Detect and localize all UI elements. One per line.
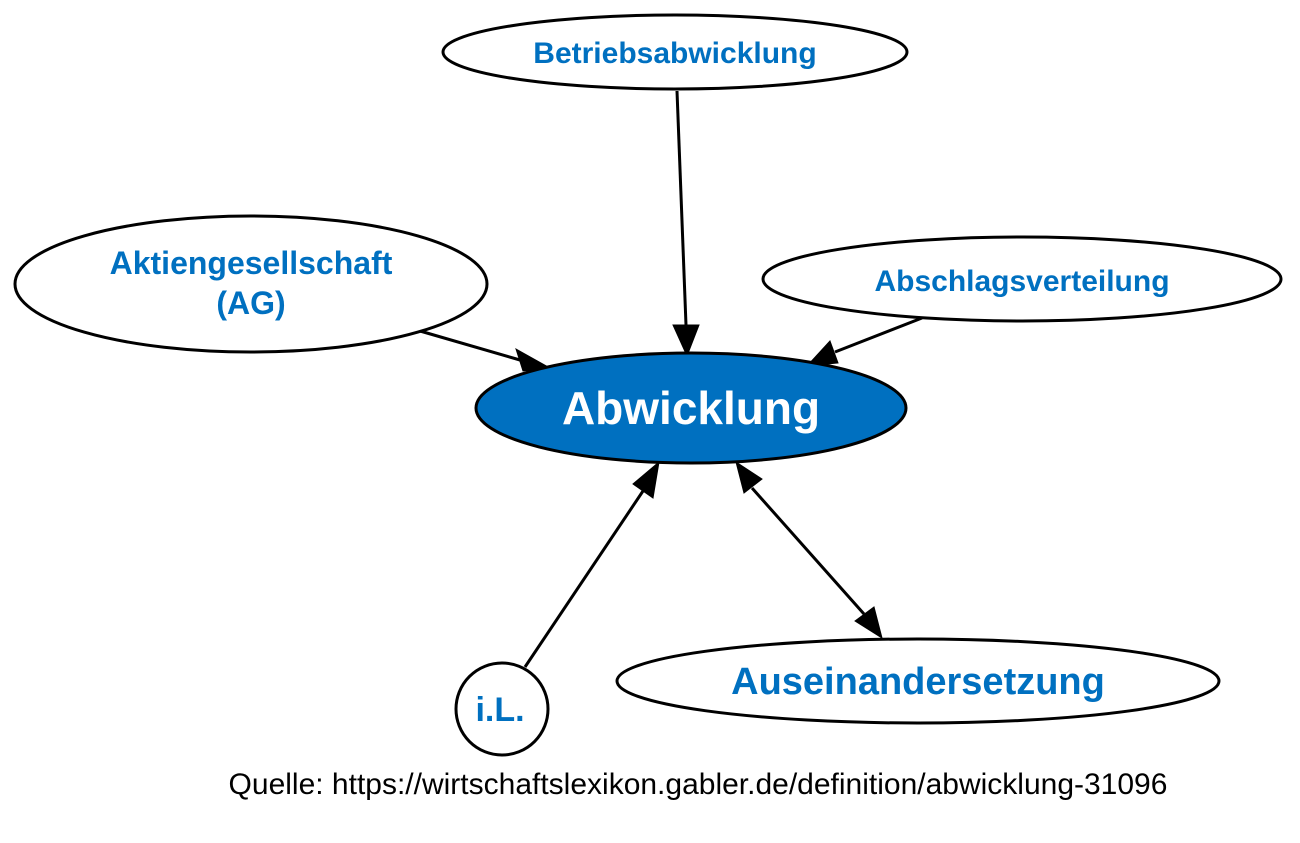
arrowhead-abwicklung-end	[735, 460, 763, 494]
node-il-label: i.L.	[475, 691, 524, 729]
node-auseinandersetzung-label: Auseinandersetzung	[731, 661, 1105, 703]
node-abwicklung: Abwicklung	[474, 351, 908, 465]
arrowhead-auseinandersetzung-end	[854, 606, 883, 640]
arrowhead-betriebsabwicklung	[672, 324, 700, 358]
edges	[419, 90, 923, 668]
arrowhead-il	[632, 460, 660, 499]
edge-abschlagsverteilung-abwicklung	[834, 316, 923, 354]
edge-betriebsabwicklung-abwicklung	[675, 90, 688, 326]
edge-il-abwicklung	[523, 490, 645, 668]
node-abschlagsverteilung-label: Abschlagsverteilung	[874, 265, 1169, 298]
node-auseinandersetzung: Auseinandersetzung	[615, 637, 1221, 725]
node-aktiengesellschaft-label-line1: Aktiengesellschaft	[110, 245, 393, 281]
node-betriebsabwicklung: Betriebsabwicklung	[441, 13, 909, 91]
source-citation: Quelle: https://wirtschaftslexikon.gable…	[229, 768, 1168, 801]
node-aktiengesellschaft-label-line2: (AG)	[216, 285, 285, 321]
node-betriebsabwicklung-label: Betriebsabwicklung	[533, 37, 816, 70]
node-abschlagsverteilung: Abschlagsverteilung	[761, 235, 1283, 323]
node-abwicklung-label: Abwicklung	[562, 382, 820, 434]
node-aktiengesellschaft: Aktiengesellschaft (AG)	[13, 214, 489, 354]
node-il: i.L.	[454, 661, 550, 757]
edge-aktiengesellschaft-abwicklung	[419, 329, 521, 362]
edge-abwicklung-auseinandersetzung	[750, 487, 866, 615]
